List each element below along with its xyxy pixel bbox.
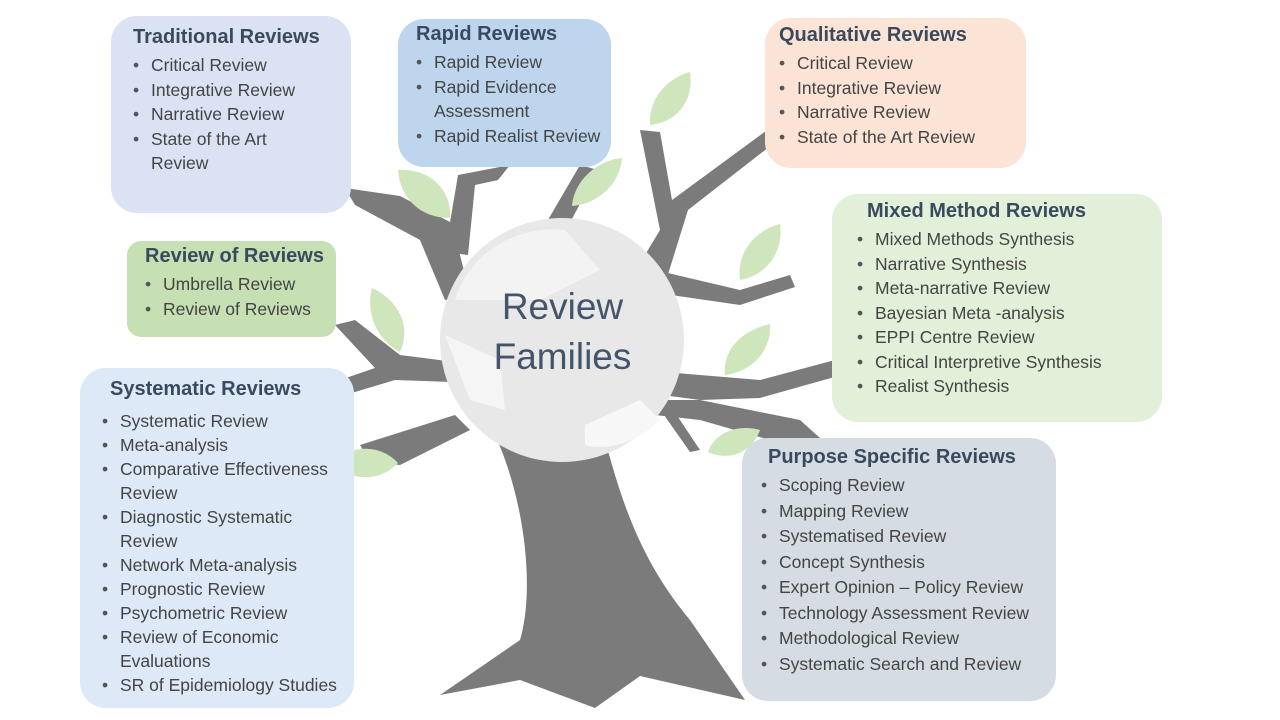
leaf-icon	[649, 72, 691, 125]
leaf-icon	[739, 224, 781, 280]
list-item: Realist Synthesis	[857, 374, 1150, 399]
list-item: Bayesian Meta -analysis	[857, 301, 1150, 326]
list-item: Critical Review	[133, 53, 337, 78]
list-item: Systematic Review	[102, 409, 344, 433]
list-item: Narrative Synthesis	[857, 252, 1150, 277]
traditional-reviews-title: Traditional Reviews	[133, 26, 320, 48]
list-item: Concept Synthesis	[761, 550, 1048, 576]
list-item: Mapping Review	[761, 499, 1048, 525]
list-item: SR of Epidemiology Studies	[102, 673, 344, 697]
leaf-icon	[572, 158, 622, 206]
tree-trunk	[335, 128, 838, 708]
leaf-icon	[724, 324, 771, 375]
list-item: Critical Review	[779, 51, 1014, 76]
list-item: Rapid Realist Review	[416, 124, 603, 149]
list-item: Meta-analysis	[102, 433, 344, 457]
list-item: Technology Assessment Review	[761, 601, 1048, 627]
list-item: Prognostic Review	[102, 577, 344, 601]
list-item: Narrative Review	[779, 100, 1014, 125]
systematic-reviews-box: Systematic Reviews Systematic Review Met…	[80, 368, 354, 708]
list-item: Methodological Review	[761, 626, 1048, 652]
list-item: Review of Economic Evaluations	[102, 625, 300, 673]
list-item: EPPI Centre Review	[857, 325, 1150, 350]
list-item: Rapid Review	[416, 50, 603, 75]
center-circle	[440, 218, 684, 462]
list-item: Integrative Review	[779, 76, 1014, 101]
center-title-line1: Review	[501, 286, 624, 327]
list-item: Narrative Review	[133, 102, 337, 127]
rapid-reviews-title: Rapid Reviews	[416, 23, 558, 45]
list-item: Network Meta-analysis	[102, 553, 344, 577]
list-item: Systematic Search and Review	[761, 652, 1048, 678]
purpose-specific-reviews-title: Purpose Specific Reviews	[768, 446, 1016, 468]
review-of-reviews-box: Review of Reviews Umbrella Review Review…	[127, 241, 336, 337]
review-of-reviews-title: Review of Reviews	[145, 245, 324, 267]
list-item: Systematised Review	[761, 524, 1048, 550]
systematic-reviews-title: Systematic Reviews	[110, 378, 302, 400]
list-item: Psychometric Review	[102, 601, 344, 625]
mixed-method-reviews-box: Mixed Method Reviews Mixed Methods Synth…	[832, 194, 1162, 422]
list-item: Comparative Effectiveness Review	[102, 457, 344, 505]
center-title: Review Families	[445, 282, 680, 382]
traditional-reviews-box: Traditional Reviews Critical Review Inte…	[111, 16, 351, 213]
list-item: State of the Art Review	[133, 127, 301, 176]
list-item: Meta-narrative Review	[857, 276, 1150, 301]
list-item: Diagnostic Systematic Review	[102, 505, 310, 553]
list-item: Expert Opinion – Policy Review	[761, 575, 1048, 601]
list-item: Umbrella Review	[145, 272, 330, 297]
leaf-icon	[708, 428, 760, 456]
list-item: Scoping Review	[761, 473, 1048, 499]
qualitative-reviews-title: Qualitative Reviews	[779, 24, 967, 46]
mixed-method-reviews-title: Mixed Method Reviews	[867, 200, 1086, 222]
leaf-icon	[398, 169, 451, 218]
center-title-line2: Families	[493, 336, 632, 377]
list-item: Rapid Evidence Assessment	[416, 75, 584, 124]
list-item: State of the Art Review	[779, 125, 1014, 150]
rapid-reviews-box: Rapid Reviews Rapid Review Rapid Evidenc…	[398, 19, 611, 167]
list-item: Integrative Review	[133, 78, 337, 103]
qualitative-reviews-box: Qualitative Reviews Critical Review Inte…	[765, 18, 1026, 168]
list-item: Mixed Methods Synthesis	[857, 227, 1150, 252]
list-item: Critical Interpretive Synthesis	[857, 350, 1150, 375]
purpose-specific-reviews-box: Purpose Specific Reviews Scoping Review …	[742, 438, 1056, 701]
leaf-icon	[370, 288, 405, 352]
list-item: Review of Reviews	[145, 297, 330, 322]
